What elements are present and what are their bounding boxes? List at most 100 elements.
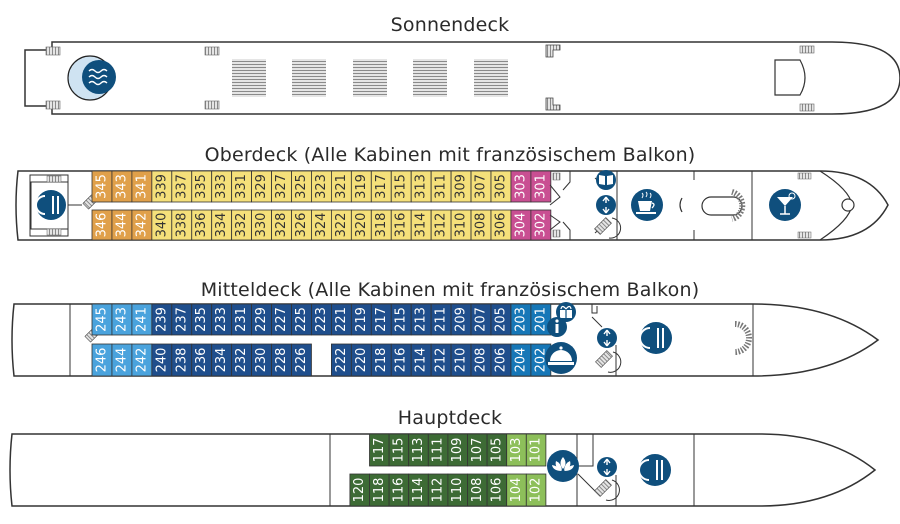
cabin-319[interactable]: 319 [350, 170, 372, 203]
cabin-209[interactable]: 209 [450, 303, 472, 336]
cabin-203[interactable]: 203 [510, 303, 532, 336]
cabin-226[interactable]: 226 [291, 343, 312, 377]
cabin-216[interactable]: 216 [390, 343, 412, 377]
cabin-339[interactable]: 339 [151, 170, 173, 203]
cabin-114[interactable]: 114 [408, 473, 429, 507]
cabin-103[interactable]: 103 [506, 433, 527, 467]
cabin-342[interactable]: 342 [131, 209, 153, 241]
cabin-239[interactable]: 239 [151, 303, 173, 336]
cabin-116[interactable]: 116 [388, 473, 410, 507]
cabin-101[interactable]: 101 [525, 433, 547, 467]
cabin-343[interactable]: 343 [111, 170, 133, 203]
cabin-115[interactable]: 115 [388, 433, 410, 467]
cabin-238[interactable]: 238 [171, 343, 193, 377]
cabin-330[interactable]: 330 [251, 209, 272, 241]
cabin-233[interactable]: 233 [211, 303, 233, 336]
cabin-345[interactable]: 345 [91, 170, 113, 203]
cabin-336[interactable]: 336 [191, 209, 213, 241]
cabin-312[interactable]: 312 [430, 209, 452, 241]
cabin-344[interactable]: 344 [111, 209, 133, 241]
cabin-318[interactable]: 318 [370, 209, 392, 241]
cabin-341[interactable]: 341 [131, 170, 153, 203]
cabin-337[interactable]: 337 [171, 170, 193, 203]
cabin-204[interactable]: 204 [510, 343, 532, 377]
cabin-234[interactable]: 234 [211, 343, 233, 377]
cabin-120[interactable]: 120 [349, 473, 370, 507]
cabin-322[interactable]: 322 [330, 209, 352, 241]
cabin-105[interactable]: 105 [486, 433, 508, 467]
cabin-211[interactable]: 211 [430, 303, 452, 336]
cabin-301[interactable]: 301 [530, 170, 552, 203]
cabin-219[interactable]: 219 [350, 303, 372, 336]
cabin-315[interactable]: 315 [390, 170, 412, 203]
cabin-201[interactable]: 201 [530, 303, 552, 336]
cabin-327[interactable]: 327 [271, 170, 292, 203]
cabin-218[interactable]: 218 [370, 343, 392, 377]
cabin-242[interactable]: 242 [131, 343, 153, 377]
cabin-317[interactable]: 317 [370, 170, 392, 203]
cabin-231[interactable]: 231 [231, 303, 252, 336]
cabin-321[interactable]: 321 [330, 170, 352, 203]
cabin-207[interactable]: 207 [470, 303, 492, 336]
cabin-323[interactable]: 323 [311, 170, 332, 203]
cabin-222[interactable]: 222 [330, 343, 352, 377]
cabin-214[interactable]: 214 [410, 343, 432, 377]
cabin-205[interactable]: 205 [490, 303, 512, 336]
cabin-110[interactable]: 110 [447, 473, 468, 507]
cabin-228[interactable]: 228 [271, 343, 292, 377]
cabin-221[interactable]: 221 [330, 303, 352, 336]
cabin-109[interactable]: 109 [447, 433, 468, 467]
cabin-220[interactable]: 220 [350, 343, 372, 377]
cabin-118[interactable]: 118 [369, 473, 390, 507]
cabin-314[interactable]: 314 [410, 209, 432, 241]
cabin-240[interactable]: 240 [151, 343, 173, 377]
cabin-227[interactable]: 227 [271, 303, 292, 336]
cabin-104[interactable]: 104 [506, 473, 527, 507]
cabin-304[interactable]: 304 [510, 209, 532, 241]
cabin-308[interactable]: 308 [470, 209, 492, 241]
cabin-111[interactable]: 111 [427, 433, 449, 467]
cabin-306[interactable]: 306 [490, 209, 512, 241]
cabin-232[interactable]: 232 [231, 343, 252, 377]
cabin-108[interactable]: 108 [467, 473, 488, 507]
cabin-215[interactable]: 215 [390, 303, 412, 336]
cabin-235[interactable]: 235 [191, 303, 213, 336]
cabin-246[interactable]: 246 [91, 343, 113, 377]
cabin-334[interactable]: 334 [211, 209, 233, 241]
cabin-106[interactable]: 106 [486, 473, 508, 507]
cabin-245[interactable]: 245 [91, 303, 113, 336]
cabin-302[interactable]: 302 [530, 209, 552, 241]
cabin-243[interactable]: 243 [111, 303, 133, 336]
cabin-324[interactable]: 324 [311, 209, 332, 241]
cabin-320[interactable]: 320 [350, 209, 372, 241]
cabin-326[interactable]: 326 [291, 209, 312, 241]
cabin-305[interactable]: 305 [490, 170, 512, 203]
cabin-208[interactable]: 208 [470, 343, 492, 377]
cabin-107[interactable]: 107 [467, 433, 488, 467]
cabin-325[interactable]: 325 [291, 170, 312, 203]
cabin-338[interactable]: 338 [171, 209, 193, 241]
cabin-241[interactable]: 241 [131, 303, 153, 336]
cabin-307[interactable]: 307 [470, 170, 492, 203]
cabin-309[interactable]: 309 [450, 170, 472, 203]
cabin-331[interactable]: 331 [231, 170, 252, 203]
cabin-112[interactable]: 112 [427, 473, 449, 507]
cabin-230[interactable]: 230 [251, 343, 272, 377]
cabin-102[interactable]: 102 [525, 473, 547, 507]
cabin-223[interactable]: 223 [311, 303, 332, 336]
cabin-212[interactable]: 212 [430, 343, 452, 377]
cabin-210[interactable]: 210 [450, 343, 472, 377]
cabin-206[interactable]: 206 [490, 343, 512, 377]
cabin-310[interactable]: 310 [450, 209, 472, 241]
cabin-237[interactable]: 237 [171, 303, 193, 336]
cabin-229[interactable]: 229 [251, 303, 272, 336]
cabin-333[interactable]: 333 [211, 170, 233, 203]
cabin-328[interactable]: 328 [271, 209, 292, 241]
cabin-217[interactable]: 217 [370, 303, 392, 336]
cabin-117[interactable]: 117 [369, 433, 390, 467]
cabin-340[interactable]: 340 [151, 209, 173, 241]
cabin-316[interactable]: 316 [390, 209, 412, 241]
cabin-311[interactable]: 311 [430, 170, 452, 203]
cabin-213[interactable]: 213 [410, 303, 432, 336]
cabin-236[interactable]: 236 [191, 343, 213, 377]
